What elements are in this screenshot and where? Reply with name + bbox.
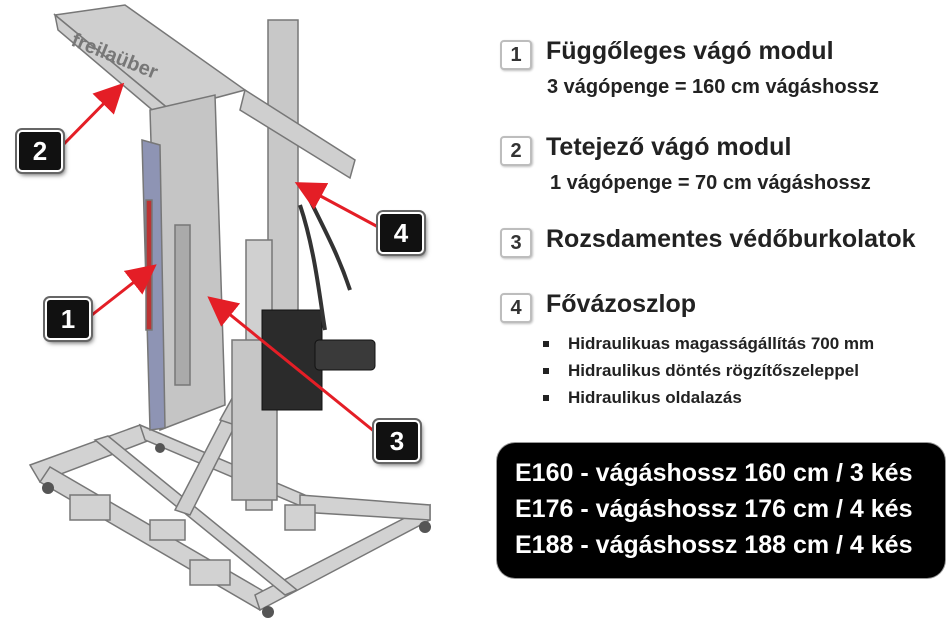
legend-title: Tetejező vágó modul	[546, 133, 792, 161]
main-column	[231, 19, 299, 511]
legend-number: 3	[500, 228, 532, 258]
callout-4: 4	[378, 212, 424, 254]
callout-arrows	[58, 82, 381, 434]
model-line: E176 - vágáshossz 176 cm / 4 kés	[515, 495, 913, 523]
model-line: E188 - vágáshossz 188 cm / 4 kés	[515, 531, 913, 559]
hydraulic-unit	[261, 199, 376, 411]
legend-subtitle: 3 vágópenge = 160 cm vágáshossz	[547, 76, 879, 98]
legend-title: Függőleges vágó modul	[546, 37, 834, 65]
legend-title: Fővázoszlop	[546, 290, 697, 318]
machine-illustration: freilaüber	[28, 4, 431, 618]
legend-subtitle: 1 vágópenge = 70 cm vágáshossz	[550, 172, 871, 194]
feature-list: Hidraulikuas magasságállítás 700 mm Hidr…	[540, 334, 874, 415]
legend-number: 4	[500, 293, 532, 323]
feature-item: Hidraulikuas magasságállítás 700 mm	[540, 334, 874, 361]
callout-3: 3	[374, 420, 420, 462]
callout-2: 2	[17, 130, 63, 172]
legend-number: 1	[500, 40, 532, 70]
callout-1: 1	[45, 298, 91, 340]
legend-title: Rozsdamentes védőburkolatok	[546, 225, 916, 253]
legend-number: 2	[500, 136, 532, 166]
models-box: E160 - vágáshossz 160 cm / 3 kés E176 - …	[497, 443, 945, 578]
model-line: E160 - vágáshossz 160 cm / 3 kés	[515, 459, 913, 487]
vertical-cutting-module	[141, 94, 226, 432]
feature-item: Hidraulikus döntés rögzítőszeleppel	[540, 361, 874, 388]
top-boom	[53, 4, 356, 180]
feature-item: Hidraulikus oldalazás	[540, 388, 874, 415]
base-frame	[28, 423, 431, 612]
caster-wheels	[42, 443, 431, 618]
